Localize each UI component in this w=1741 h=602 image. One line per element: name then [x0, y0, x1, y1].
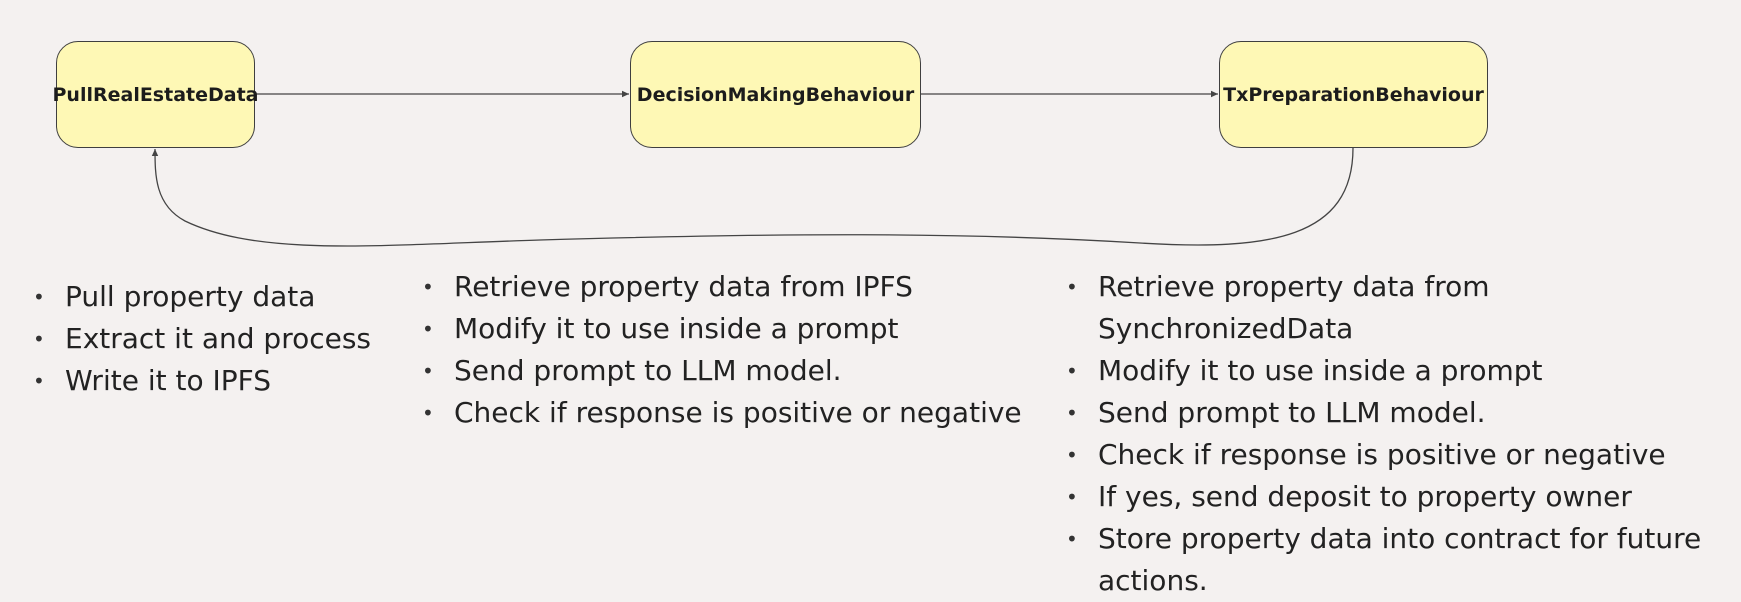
list-item: Check if response is positive or negativ… — [1066, 434, 1741, 476]
tx-steps-list: Retrieve property data from Synchronized… — [1066, 266, 1741, 602]
list-item: Pull property data — [33, 276, 393, 318]
list-item: Check if response is positive or negativ… — [422, 392, 1042, 434]
list-item: If yes, send deposit to property owner — [1066, 476, 1741, 518]
list-item: Send prompt to LLM model. — [422, 350, 1042, 392]
list-item: Store property data into contract for fu… — [1066, 518, 1741, 602]
edge-tx-to-pull — [151, 147, 1354, 247]
node-pull-real-estate-data[interactable]: PullRealEstateData — [53, 41, 259, 148]
list-item: Send prompt to LLM model. — [1066, 392, 1741, 434]
node-decision-making-behaviour[interactable]: DecisionMakingBehaviour — [630, 41, 921, 148]
node-label: DecisionMakingBehaviour — [636, 83, 915, 106]
list-item: Write it to IPFS — [33, 360, 393, 402]
list-item: Retrieve property data from Synchronized… — [1066, 266, 1741, 350]
decision-steps-list: Retrieve property data from IPFS Modify … — [422, 266, 1042, 434]
list-item: Retrieve property data from IPFS — [422, 266, 1042, 308]
diagram-canvas: PullRealEstateData DecisionMakingBehavio… — [0, 0, 1741, 574]
edges-layer — [151, 90, 1354, 247]
list-item: Modify it to use inside a prompt — [1066, 350, 1741, 392]
list-item: Extract it and process — [33, 318, 393, 360]
list-item: Modify it to use inside a prompt — [422, 308, 1042, 350]
node-label: PullRealEstateData — [52, 83, 259, 106]
node-label: TxPreparationBehaviour — [1223, 83, 1484, 106]
pull-steps-list: Pull property data Extract it and proces… — [33, 276, 393, 402]
node-tx-preparation-behaviour[interactable]: TxPreparationBehaviour — [1219, 41, 1488, 148]
